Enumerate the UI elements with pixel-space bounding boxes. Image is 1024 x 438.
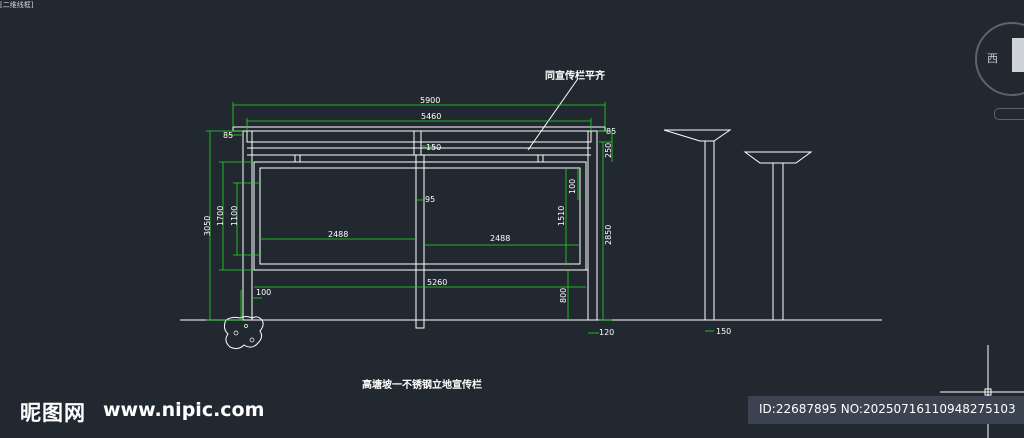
side-pole-2-cap (743, 151, 813, 164)
dim-edge-left: 85 (223, 131, 234, 140)
canopy-beam (246, 130, 592, 143)
drawing-caption: 高塘坡一不锈钢立地宣传栏 (362, 380, 482, 391)
dim-bottom-clear: 800 (559, 287, 568, 303)
viewcube-compass-label[interactable]: 西 (987, 52, 998, 65)
side-pole-2 (772, 162, 784, 321)
dim-cap-gap: 150 (426, 143, 442, 152)
dim-inner-margin: 100 (568, 178, 577, 194)
dim-overall-height: 3050 (203, 215, 212, 236)
dim-edge-right: 85 (606, 127, 617, 136)
dim-post-height: 2850 (604, 224, 613, 245)
dim-panel-inner: 1510 (557, 205, 566, 226)
board-inner-frame (259, 167, 581, 265)
dim-top-offset: 250 (604, 142, 613, 158)
viewcube-face[interactable] (1012, 38, 1024, 72)
dim-board-height: 1700 (216, 205, 225, 226)
dim-frame-width: 5260 (427, 278, 448, 287)
canopy-top (232, 126, 606, 132)
dim-right-panel: 2488 (490, 234, 511, 243)
right-post (587, 130, 598, 321)
callout-text: 同宣传栏平齐 (545, 71, 605, 82)
dim-left-panel: 2488 (328, 230, 349, 239)
board-outer-frame (253, 161, 587, 271)
dim-overall-width: 5900 (420, 96, 441, 105)
watermark-id-text: ID:22687895 NO:20250716110948275103 (759, 402, 1016, 416)
dim-post-width: 120 (599, 328, 615, 337)
watermark-id-strip (748, 396, 1024, 424)
dim-mid-post: 95 (425, 195, 436, 204)
viewport-label[interactable]: [二维线框] (0, 1, 34, 9)
foundation (223, 316, 264, 350)
dim-pole-width: 150 (716, 327, 732, 336)
navigation-bar[interactable] (994, 108, 1024, 120)
dim-panel-height: 1100 (230, 205, 239, 226)
side-pole-1 (704, 140, 715, 321)
callout-leader (527, 79, 578, 151)
watermark-logo: 昵图网 (20, 401, 86, 425)
side-pole-1-cap (663, 129, 732, 142)
left-post (242, 130, 253, 321)
dim-foot-margin: 100 (256, 288, 272, 297)
dim-inner-width: 5460 (421, 112, 442, 121)
dimension-lines (206, 102, 714, 334)
watermark-site: www.nipic.com (103, 399, 265, 421)
middle-post (415, 154, 425, 329)
crosshair-cursor (940, 345, 1024, 438)
